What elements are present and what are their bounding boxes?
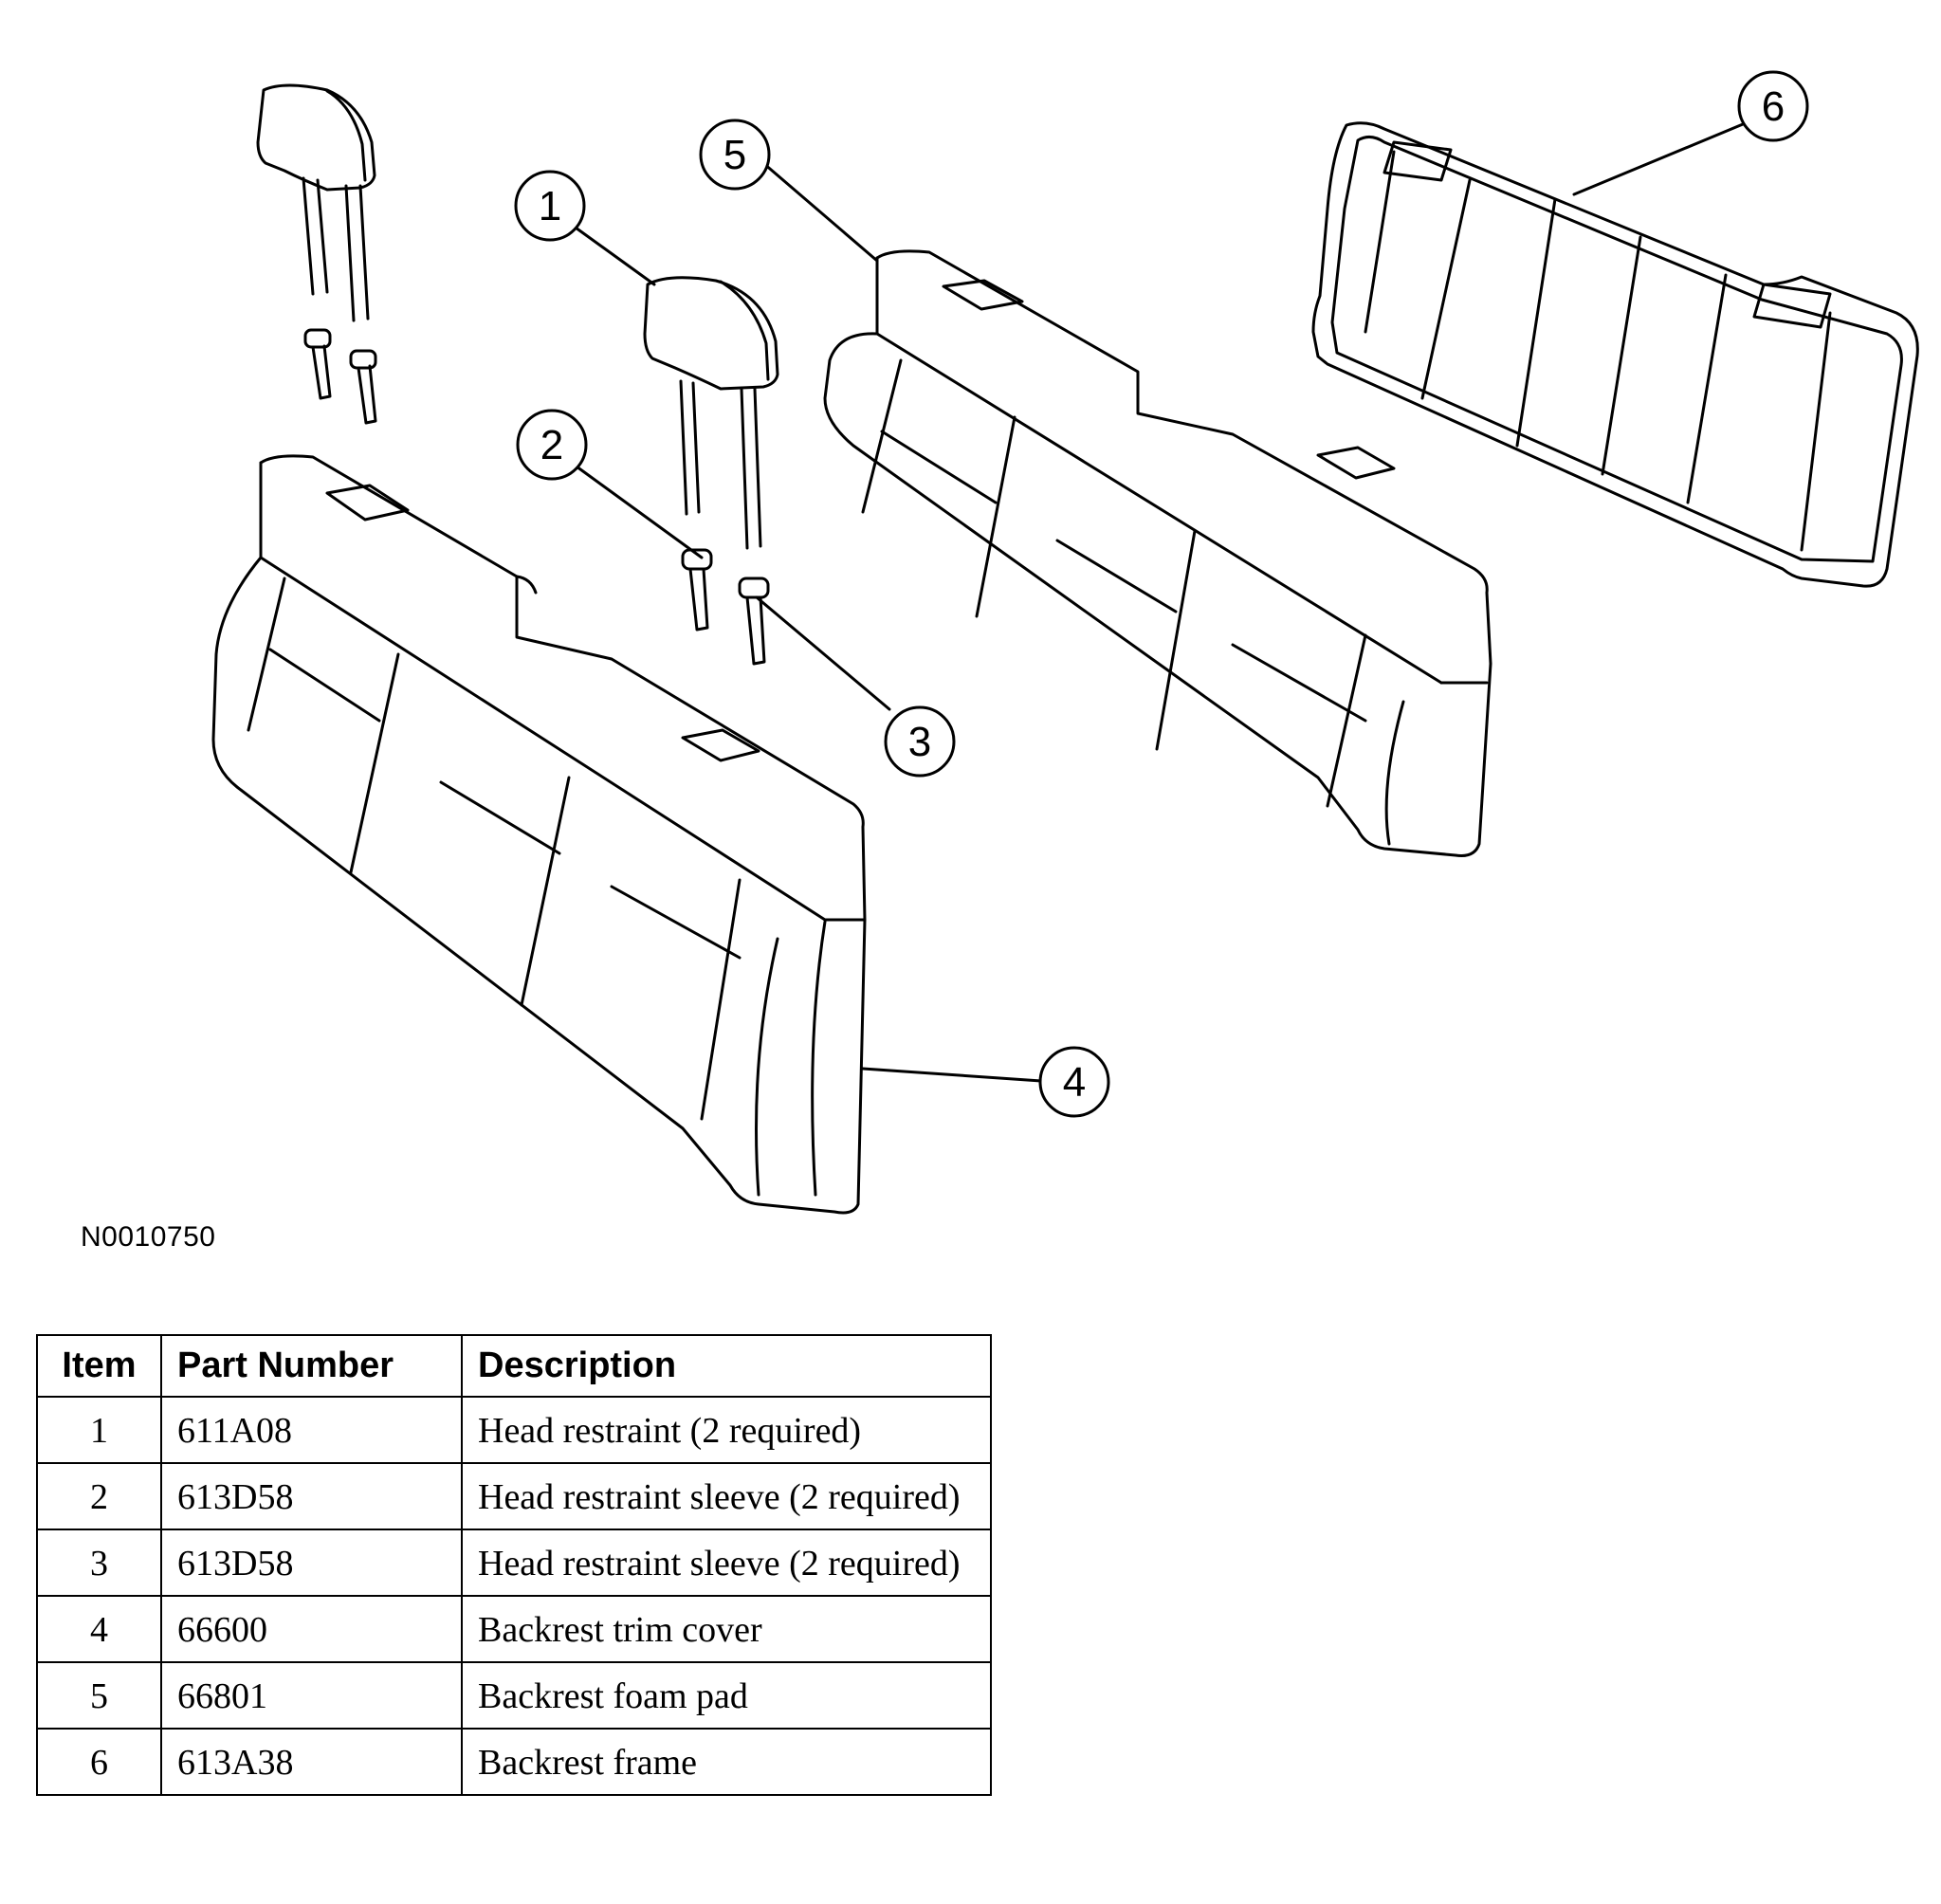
part-number-cell: 66600 — [160, 1595, 463, 1663]
svg-text:1: 1 — [539, 183, 561, 229]
item-cell: 3 — [36, 1529, 162, 1597]
callout-2: 2 — [516, 409, 588, 481]
description-cell: Backrest trim cover — [461, 1595, 992, 1663]
part-number-cell: 66801 — [160, 1661, 463, 1730]
backrest-foam-pad-drawing — [823, 249, 1492, 857]
head-restraint-left-drawing — [256, 83, 376, 322]
header-description: Description — [461, 1334, 992, 1398]
callout-3: 3 — [884, 705, 956, 778]
table-row: 4 66600 Backrest trim cover — [36, 1595, 992, 1663]
sleeves-center-drawing — [681, 548, 770, 666]
callout-6: 6 — [1737, 70, 1809, 142]
item-cell: 2 — [36, 1462, 162, 1530]
table-row: 6 613A38 Backrest frame — [36, 1728, 992, 1796]
table-row: 5 66801 Backrest foam pad — [36, 1661, 992, 1730]
item-cell: 4 — [36, 1595, 162, 1663]
description-cell: Backrest frame — [461, 1728, 992, 1796]
part-number-cell: 613D58 — [160, 1462, 463, 1530]
figure-id: N0010750 — [81, 1221, 216, 1253]
callout-4: 4 — [1038, 1046, 1110, 1118]
table-row: 3 613D58 Head restraint sleeve (2 requir… — [36, 1529, 992, 1597]
svg-text:2: 2 — [540, 422, 563, 468]
item-cell: 1 — [36, 1396, 162, 1464]
sleeves-left-drawing — [303, 328, 377, 425]
description-cell: Head restraint (2 required) — [461, 1396, 992, 1464]
svg-text:4: 4 — [1063, 1059, 1086, 1106]
svg-text:6: 6 — [1762, 83, 1785, 130]
item-cell: 5 — [36, 1661, 162, 1730]
callout-5: 5 — [699, 119, 771, 191]
description-cell: Head restraint sleeve (2 required) — [461, 1462, 992, 1530]
table-row: 2 613D58 Head restraint sleeve (2 requir… — [36, 1462, 992, 1530]
table-row: 1 611A08 Head restraint (2 required) — [36, 1396, 992, 1464]
table-header-row: Item Part Number Description — [36, 1334, 992, 1398]
backrest-trim-cover-drawing — [211, 454, 867, 1215]
parts-table: Item Part Number Description 1 611A08 He… — [36, 1334, 992, 1796]
part-number-cell: 613D58 — [160, 1529, 463, 1597]
part-number-cell: 613A38 — [160, 1728, 463, 1796]
exploded-view-illustration: 1 2 3 4 5 6 — [211, 70, 1919, 1215]
description-cell: Backrest foam pad — [461, 1661, 992, 1730]
head-restraint-center-drawing — [643, 276, 779, 550]
part-number-cell: 611A08 — [160, 1396, 463, 1464]
backrest-frame-drawing — [1311, 121, 1919, 588]
svg-text:5: 5 — [723, 132, 746, 178]
description-cell: Head restraint sleeve (2 required) — [461, 1529, 992, 1597]
svg-text:3: 3 — [908, 719, 931, 765]
header-item: Item — [36, 1334, 162, 1398]
item-cell: 6 — [36, 1728, 162, 1796]
callout-1: 1 — [514, 170, 586, 242]
header-part-number: Part Number — [160, 1334, 463, 1398]
leader-lines — [567, 122, 1745, 1083]
